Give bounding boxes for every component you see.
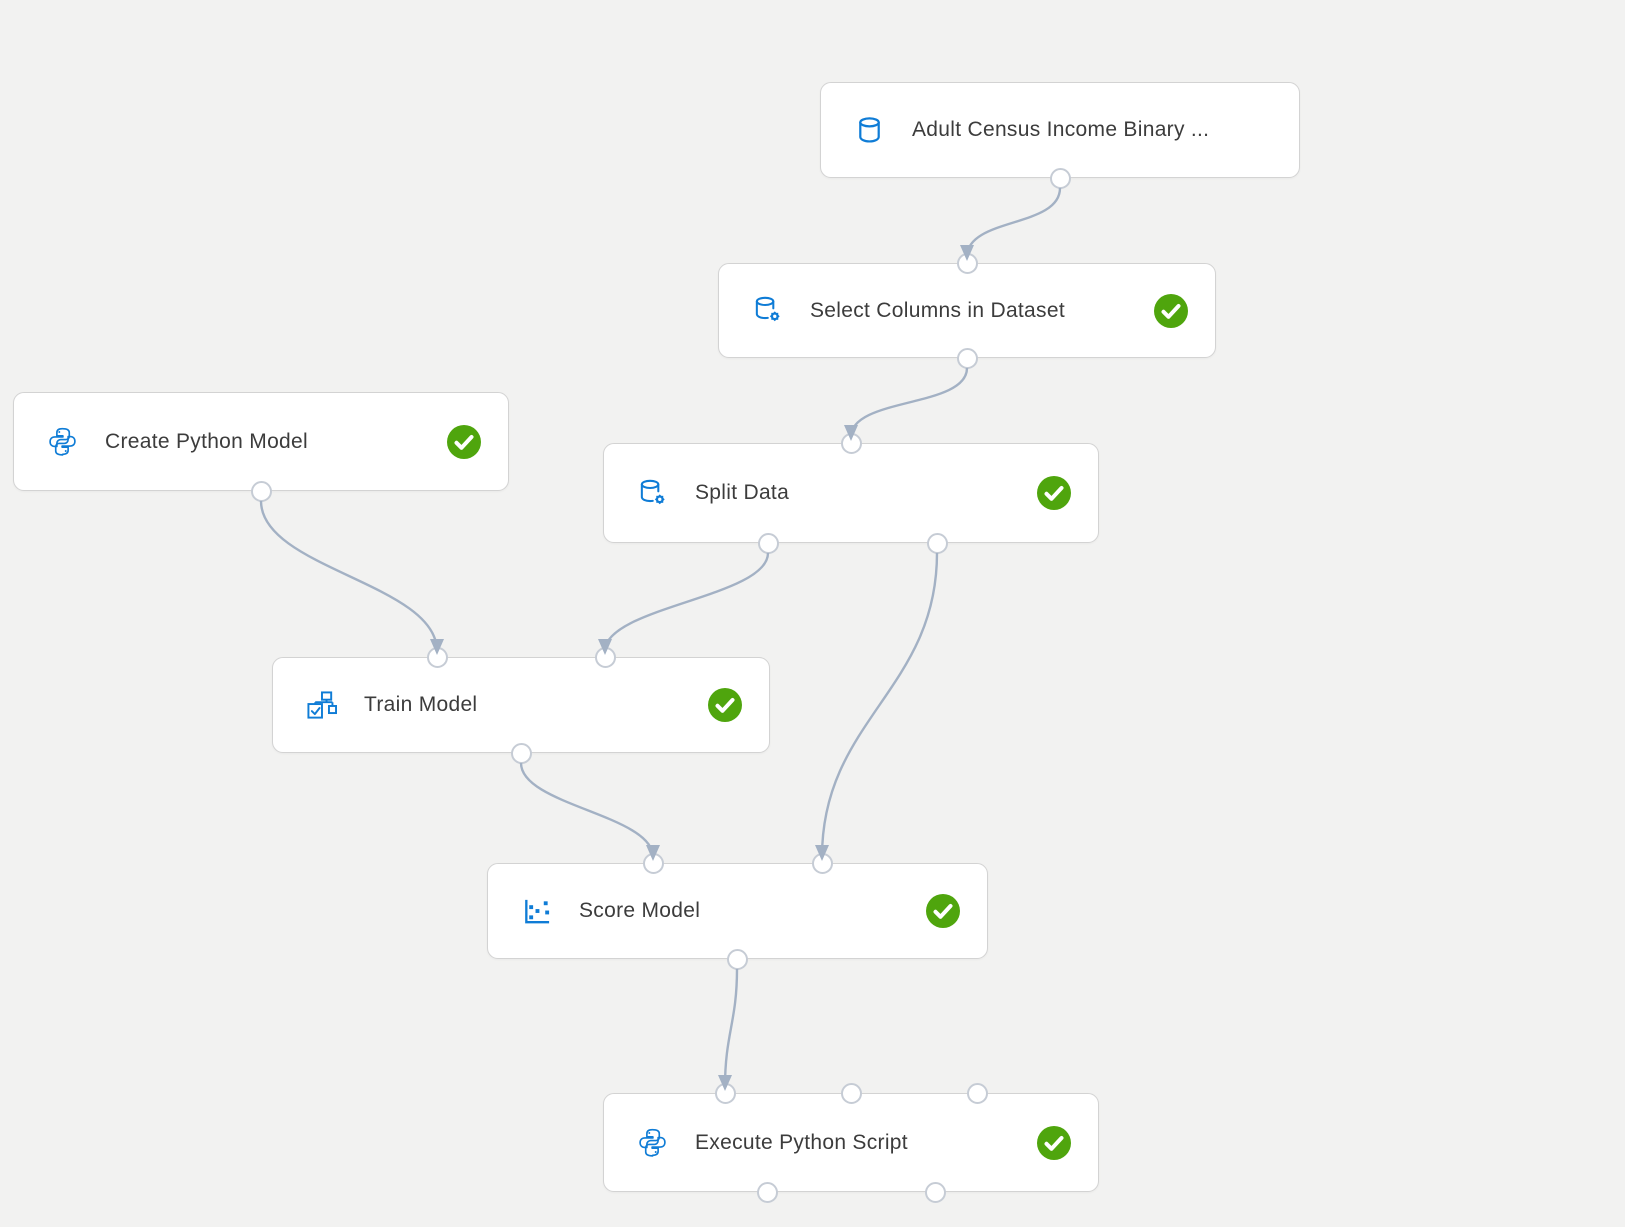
connection-edge[interactable] bbox=[259, 500, 444, 655]
node-label: Train Model bbox=[364, 693, 478, 716]
success-check-icon bbox=[925, 893, 961, 929]
database-gear-icon bbox=[752, 295, 783, 326]
node-adult-census-income-dataset[interactable]: Adult Census Income Binary ... bbox=[820, 82, 1300, 178]
input-port[interactable] bbox=[840, 1082, 862, 1104]
connection-edge[interactable] bbox=[598, 552, 770, 655]
train-model-icon bbox=[306, 690, 337, 721]
node-label: Split Data bbox=[695, 481, 790, 504]
output-port[interactable] bbox=[926, 532, 948, 554]
output-port[interactable] bbox=[1049, 167, 1071, 189]
node-create-python-model[interactable]: Create Python Model bbox=[13, 392, 509, 491]
database-icon bbox=[854, 115, 885, 146]
database-gear-icon bbox=[637, 478, 668, 509]
node-label: Select Columns in Dataset bbox=[810, 298, 1065, 322]
output-port[interactable] bbox=[956, 347, 978, 369]
node-split-data[interactable]: Split Data bbox=[603, 443, 1099, 543]
output-port[interactable] bbox=[250, 480, 272, 502]
node-execute-python-script[interactable]: Execute Python Script bbox=[603, 1093, 1099, 1192]
python-icon bbox=[47, 426, 78, 457]
connection-edge[interactable] bbox=[844, 367, 969, 441]
output-port[interactable] bbox=[924, 1181, 946, 1203]
output-port[interactable] bbox=[510, 742, 532, 764]
connection-edge[interactable] bbox=[960, 187, 1062, 261]
output-port[interactable] bbox=[757, 532, 779, 554]
scatter-plot-icon bbox=[521, 896, 552, 927]
node-label: Create Python Model bbox=[105, 429, 308, 453]
output-port[interactable] bbox=[726, 948, 748, 970]
node-label: Score Model bbox=[579, 899, 701, 922]
node-label: Execute Python Script bbox=[695, 1130, 908, 1154]
input-port[interactable] bbox=[966, 1082, 988, 1104]
success-check-icon bbox=[1153, 293, 1189, 329]
success-check-icon bbox=[446, 424, 482, 460]
node-score-model[interactable]: Score Model bbox=[487, 863, 988, 959]
node-label: Adult Census Income Binary ... bbox=[912, 118, 1210, 141]
success-check-icon bbox=[1036, 475, 1072, 511]
success-check-icon bbox=[1036, 1125, 1072, 1161]
node-train-model[interactable]: Train Model bbox=[272, 657, 770, 753]
connection-edge[interactable] bbox=[815, 552, 939, 861]
node-select-columns-in-dataset[interactable]: Select Columns in Dataset bbox=[718, 263, 1216, 358]
output-port[interactable] bbox=[756, 1181, 778, 1203]
connection-edge[interactable] bbox=[519, 762, 660, 861]
connection-edge[interactable] bbox=[718, 968, 739, 1091]
python-icon bbox=[637, 1127, 668, 1158]
success-check-icon bbox=[707, 687, 743, 723]
